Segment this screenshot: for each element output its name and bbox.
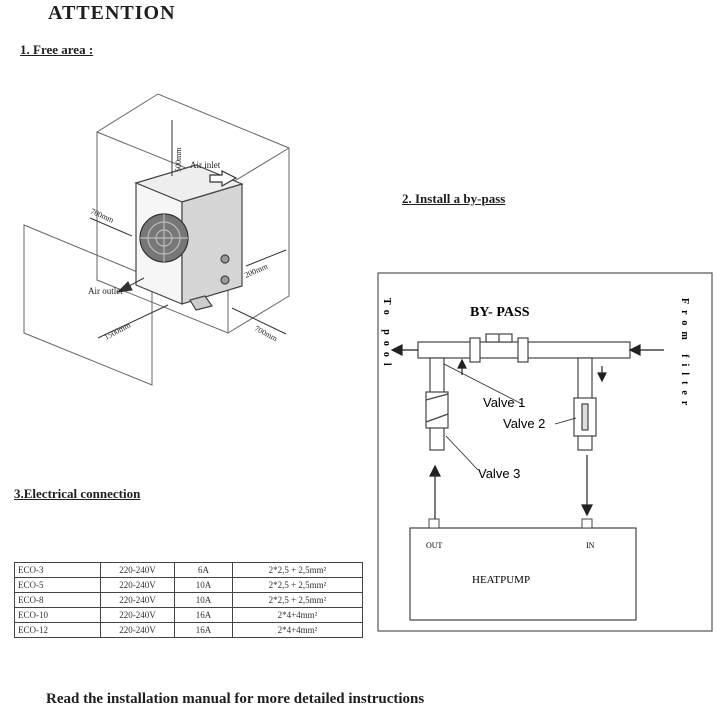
- footer-note: Read the installation manual for more de…: [46, 691, 425, 707]
- up-arrow-icon: [429, 464, 441, 477]
- from-filter-label: From filter: [679, 298, 690, 411]
- dim-200-line: [245, 249, 287, 267]
- valve3-label: Valve 3: [478, 466, 520, 481]
- table-cell: 2*2,5 + 2,5mm²: [232, 592, 363, 608]
- table-cell: ECO-5: [14, 577, 101, 593]
- heatpump-unit: [134, 164, 244, 311]
- page-title: ATTENTION: [48, 2, 176, 24]
- table-cell: ECO-10: [14, 607, 101, 623]
- bypass-label: BY- PASS: [470, 305, 530, 320]
- to-pool-label: To pool: [381, 298, 392, 372]
- table-cell: ECO-12: [14, 622, 101, 638]
- back-wall: [96, 93, 290, 334]
- back-wall-edge: [227, 147, 290, 186]
- table-cell: ECO-3: [14, 562, 101, 578]
- dim-700-left-line: [89, 217, 133, 237]
- bypass-frame: [377, 272, 713, 632]
- section-heading-electrical: 3.Electrical connection: [14, 486, 141, 501]
- table-cell: 2*4+4mm²: [232, 607, 363, 623]
- down-arrow-icon: [581, 504, 593, 517]
- table-cell: 10A: [174, 577, 233, 593]
- table-cell: ECO-8: [14, 592, 101, 608]
- table-cell: 220-240V: [100, 562, 175, 578]
- valve2-label: Valve 2: [503, 416, 545, 431]
- table-cell: 2*2,5 + 2,5mm²: [232, 562, 363, 578]
- air-inlet-arrow-icon: [209, 170, 238, 188]
- table-cell: 10A: [174, 592, 233, 608]
- air-inlet-label: Air inlet: [190, 160, 221, 170]
- dim-700-bottom-line: [231, 307, 287, 335]
- valve1-label: Valve 1: [483, 395, 525, 410]
- air-outlet-label: Air outlet: [88, 286, 123, 296]
- table-cell: 220-240V: [100, 592, 175, 608]
- heatpump-label: HEATPUMP: [472, 574, 530, 586]
- table-cell: 6A: [174, 562, 233, 578]
- section-heading-bypass: 2. Install a by-pass: [402, 191, 506, 206]
- table-cell: 16A: [174, 607, 233, 623]
- dim-500-label: 500mm: [174, 147, 183, 172]
- table-cell: 220-240V: [100, 622, 175, 638]
- heatpump-box: [409, 527, 637, 621]
- section-heading-free-area: 1. Free area :: [20, 42, 94, 57]
- pipe-flange: [469, 337, 481, 363]
- dim-1500-line: [97, 304, 169, 339]
- in-port: [581, 518, 593, 529]
- pipe-flange: [517, 337, 529, 363]
- out-port: [428, 518, 440, 529]
- table-cell: 220-240V: [100, 577, 175, 593]
- table-cell: 2*4+4mm²: [232, 622, 363, 638]
- table-cell: 16A: [174, 622, 233, 638]
- out-label: OUT: [426, 541, 443, 550]
- in-label: IN: [586, 541, 595, 550]
- table-cell: 2*2,5 + 2,5mm²: [232, 577, 363, 593]
- valve3-body: [425, 391, 449, 429]
- front-wall: [23, 224, 153, 386]
- table-cell: 220-240V: [100, 607, 175, 623]
